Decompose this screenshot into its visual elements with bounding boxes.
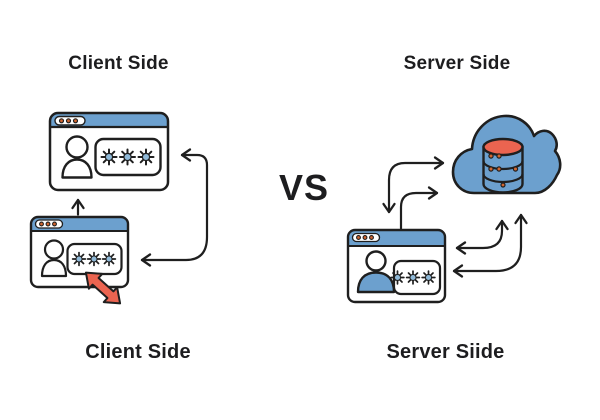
window-control-dots <box>54 115 86 126</box>
server-side-caption: Server Siide <box>386 341 505 363</box>
asterisk-icon <box>86 251 102 267</box>
browser-window-server <box>346 228 447 304</box>
server-side-heading: Server Side <box>403 53 511 74</box>
versus-label: VS <box>278 167 330 208</box>
browser-window-client-bottom <box>29 215 130 305</box>
password-field-icon <box>390 259 442 296</box>
resize-arrow-icon <box>84 271 122 305</box>
user-icon <box>61 135 93 179</box>
loop-arrow-icon <box>140 148 209 267</box>
asterisk-icon <box>137 148 155 166</box>
window-to-database-arrow-icon <box>399 186 439 230</box>
cloud-server-group <box>451 114 562 195</box>
user-icon <box>40 239 68 278</box>
asterisk-icon <box>101 251 117 267</box>
asterisk-icon <box>100 148 118 166</box>
asterisk-icon <box>421 270 436 285</box>
database-window-arrow-inner-icon <box>455 219 509 255</box>
asterisk-icon <box>71 251 87 267</box>
asterisk-icon <box>405 270 421 285</box>
asterisk-icon <box>119 148 136 166</box>
window-control-dots <box>34 219 64 229</box>
client-side-heading: Client Side <box>68 53 169 74</box>
database-window-arrow-outer-icon <box>452 213 528 278</box>
password-field-icon <box>66 242 123 276</box>
database-icon <box>482 137 524 194</box>
asterisk-icon <box>390 270 405 285</box>
password-field-icon <box>94 137 162 177</box>
client-side-caption: Client Side <box>85 341 191 363</box>
browser-window-client-top <box>48 111 170 192</box>
cloud-window-arrow-icon <box>382 156 445 214</box>
flow-arrows <box>71 148 528 278</box>
window-control-dots <box>351 232 381 243</box>
